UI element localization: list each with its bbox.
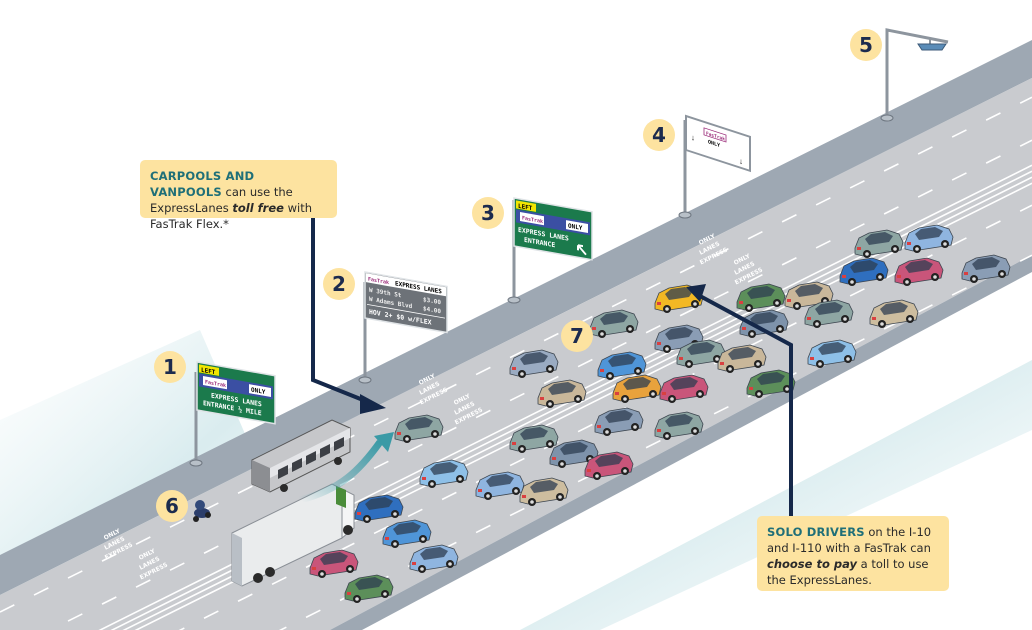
car — [382, 519, 432, 548]
median-barrier — [0, 40, 1032, 595]
carpool-pointer-head — [360, 394, 386, 414]
car — [654, 411, 704, 440]
callout-carpools-text2: with FasTrak Flex.* — [150, 201, 312, 231]
car — [419, 459, 469, 488]
callout-solo-emphasis: choose to pay — [767, 557, 857, 571]
car — [659, 374, 709, 403]
sign-1-tag: LEFT — [201, 367, 216, 377]
dashed-lane-line — [0, 96, 1032, 613]
car — [509, 424, 559, 453]
badge-1: 1 — [154, 351, 186, 383]
car — [597, 351, 647, 380]
sign-4-overhead-only: FasTrak ONLY ↓ ↓ — [685, 114, 751, 173]
dashed-lane-line — [48, 139, 1032, 630]
badge-4: 4 — [643, 119, 675, 151]
callout-carpools-lead: CARPOOLS AND VANPOOLS — [150, 169, 255, 199]
car — [589, 309, 639, 338]
sign-1-express-lanes-half-mile: LEFT FasTrak ONLY EXPRESS LANES ENTRANCE… — [196, 361, 276, 425]
car — [807, 339, 857, 368]
badge-2: 2 — [323, 268, 355, 300]
sign-1-only: ONLY — [251, 387, 266, 397]
car — [717, 344, 767, 373]
callout-solo-lead: SOLO DRIVERS — [767, 525, 865, 539]
car — [736, 283, 786, 312]
sign-2-toll-rates: FasTrak EXPRESS LANES W 39th St $3.00 W … — [364, 271, 448, 334]
ground-shadow-right — [520, 360, 1032, 630]
motorcycle — [193, 500, 211, 522]
merge-arrow — [299, 439, 383, 504]
sign-4-only: ONLY — [708, 139, 721, 149]
car — [537, 379, 587, 408]
sign-2-price-2: $4.00 — [423, 305, 441, 315]
sign-3-express-lanes-entrance: LEFT FasTrak ONLY EXPRESS LANES ENTRANCE — [513, 197, 593, 261]
badge-5: 5 — [850, 29, 882, 61]
car — [594, 407, 644, 436]
badge-3: 3 — [472, 197, 504, 229]
diagonal-arrow-icon — [577, 244, 587, 256]
buffer-line — [110, 170, 1032, 630]
down-arrow-icon: ↓ — [739, 156, 743, 166]
sign-2-price-1: $3.00 — [423, 296, 441, 306]
car — [519, 477, 569, 506]
solo-pointer-head — [686, 284, 706, 302]
carpool-pointer-line — [311, 218, 369, 404]
sign-3-only: ONLY — [568, 223, 583, 233]
callout-solo-text2: a toll to use the ExpressLanes. — [767, 557, 929, 587]
car — [354, 494, 404, 523]
car — [612, 374, 662, 403]
sign-3-tag: LEFT — [518, 203, 533, 213]
car — [804, 299, 854, 328]
callout-carpools-text1: can use the ExpressLanes — [150, 185, 293, 215]
car — [739, 309, 789, 338]
down-arrow-icon: ↓ — [691, 133, 695, 143]
car — [409, 544, 459, 573]
car — [509, 349, 559, 378]
sign-1-logo: FasTrak — [205, 379, 226, 389]
bus — [251, 419, 351, 493]
car — [894, 257, 944, 286]
traffic — [309, 224, 1011, 603]
callout-carpools: CARPOOLS AND VANPOOLS can use the Expres… — [140, 160, 337, 231]
car — [344, 574, 394, 603]
badge-6: 6 — [156, 490, 188, 522]
sign-2-logo: FasTrak — [368, 277, 389, 287]
dashed-lane-line — [278, 254, 1032, 630]
car — [309, 549, 359, 578]
car — [904, 224, 954, 253]
car — [869, 299, 919, 328]
car — [961, 254, 1011, 283]
callout-carpools-emphasis: toll free — [232, 201, 284, 215]
car — [584, 451, 634, 480]
badge-7: 7 — [561, 320, 593, 352]
callout-solo-drivers: SOLO DRIVERS on the I-10 and I-110 with … — [757, 516, 949, 591]
sign-3-logo: FasTrak — [522, 215, 543, 225]
car — [839, 257, 889, 286]
semi-truck — [231, 483, 355, 587]
pole-bases — [189, 114, 894, 467]
car — [854, 229, 904, 258]
car — [784, 281, 834, 310]
callout-solo-text1: on the I-10 and I-110 with a FasTrak can — [767, 525, 932, 555]
car — [394, 414, 444, 443]
dashed-lane-line — [379, 304, 1032, 630]
streetlight — [885, 28, 949, 51]
merge-arrow-head — [374, 432, 394, 452]
road-edge — [330, 255, 1032, 630]
car — [475, 471, 525, 500]
car — [676, 339, 726, 368]
dashed-lane-line — [178, 204, 1032, 630]
solo-pointer-line — [699, 294, 793, 516]
